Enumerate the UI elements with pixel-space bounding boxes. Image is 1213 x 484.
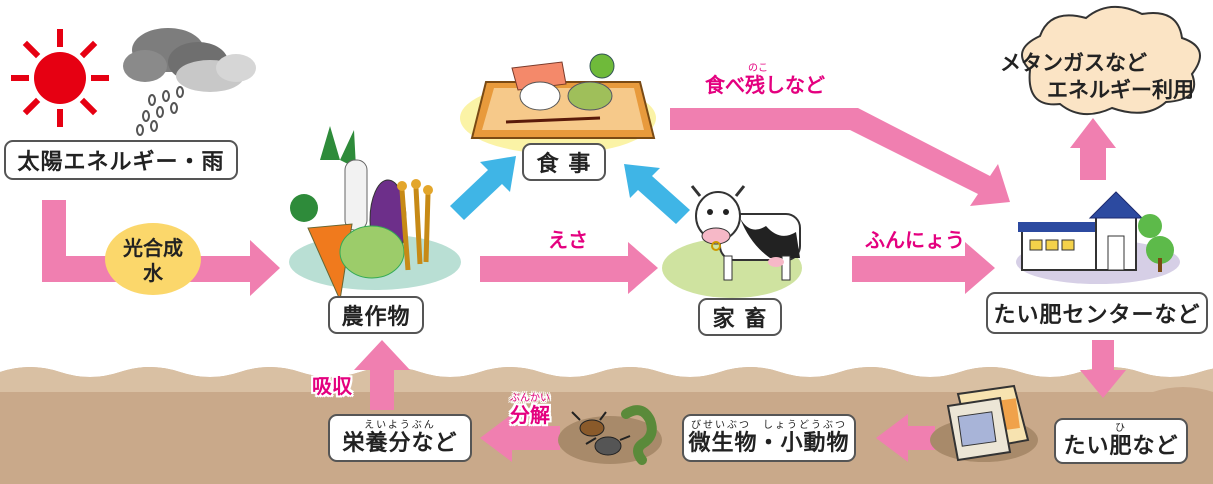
arrow-livestock-to-meal [624, 164, 690, 224]
arrow-crops-to-meal [450, 156, 516, 220]
arrow-label-decomposition-ruby: ぶんかい [510, 393, 550, 404]
node-crops: 農作物 [328, 296, 424, 334]
arrow-label-decomposition-text: 分解 [510, 403, 550, 427]
node-nutrients-label: 栄養分など [342, 431, 458, 456]
arrow-absorption [354, 340, 410, 410]
methane-cloud-icon [1021, 6, 1201, 115]
meal-tray-icon [460, 53, 656, 154]
node-microbes-ruby: びせいぶつ しょうどうぶつ [691, 420, 847, 431]
arrow-label-feed-text: えさ [548, 228, 588, 252]
arrow-label-absorption: 吸収 [302, 376, 362, 396]
node-nutrients: えいようぶん 栄養分など [328, 414, 472, 462]
cyan-arrows [450, 156, 690, 224]
node-crops-label: 農作物 [341, 305, 411, 330]
node-microbes-label: 微生物・小動物 [688, 431, 850, 456]
node-methane-line1: メタンガスなど [1000, 51, 1147, 75]
node-compost: ひ たい肥など [1054, 418, 1188, 464]
arrow-to-microbes [876, 414, 935, 462]
arrow-label-feed: えさ [543, 230, 593, 250]
arrow-label-photosynthesis-line2: 水 [143, 261, 163, 285]
node-compost-ruby: ひ [1115, 423, 1127, 434]
compost-center-building-icon [1016, 191, 1180, 284]
arrow-sun-to-crops [42, 200, 280, 296]
arrow-leftovers [670, 108, 1010, 206]
node-methane: メタンガスなど エネルギー利用 [1000, 50, 1194, 105]
arrow-label-decomposition: ぶんかい 分解 [500, 393, 560, 427]
cow-icon [662, 185, 802, 298]
photosynthesis-halo [105, 223, 201, 295]
sun-icon [11, 29, 109, 127]
arrow-to-compost [1080, 340, 1126, 398]
arrow-label-leftovers-text: 食べ残しなど [705, 73, 825, 97]
rain-cloud-icon [123, 28, 256, 136]
bugs-worm-icon [558, 405, 662, 465]
arrow-label-photosynthesis-line1: 光合成 [123, 236, 183, 260]
flow-arrows [42, 108, 1126, 462]
arrow-to-nutrients [480, 414, 560, 462]
arrow-label-manure: ふんにょう [860, 230, 970, 250]
arrow-label-leftovers: のこ 食べ残しなど [700, 63, 830, 97]
node-livestock-label: 家 畜 [712, 307, 768, 332]
node-compost-center-label: たい肥センターなど [993, 303, 1201, 328]
node-microbes: びせいぶつ しょうどうぶつ 微生物・小動物 [682, 414, 856, 462]
node-sun-rain: 太陽エネルギー・雨 [4, 140, 238, 180]
vegetables-icon [289, 126, 461, 302]
node-methane-line2: エネルギー利用 [1047, 78, 1194, 103]
compost-bags-icon [930, 384, 1038, 462]
arrow-label-manure-text: ふんにょう [865, 228, 965, 252]
node-livestock: 家 畜 [698, 298, 782, 336]
node-meal-label: 食 事 [536, 152, 592, 177]
arrow-label-absorption-text: 吸収 [312, 374, 352, 398]
node-meal: 食 事 [522, 143, 606, 181]
arrow-label-leftovers-ruby: のこ [748, 63, 768, 74]
arrow-feed [480, 242, 658, 294]
node-compost-label: たい肥など [1063, 434, 1179, 459]
arrow-manure [852, 242, 995, 294]
arrow-label-photosynthesis: 光合成 水 [113, 236, 193, 286]
arrow-to-energy [1070, 118, 1116, 180]
node-compost-center: たい肥センターなど [986, 292, 1208, 334]
node-nutrients-ruby: えいようぶん [364, 420, 436, 431]
node-sun-rain-label: 太陽エネルギー・雨 [17, 150, 225, 175]
